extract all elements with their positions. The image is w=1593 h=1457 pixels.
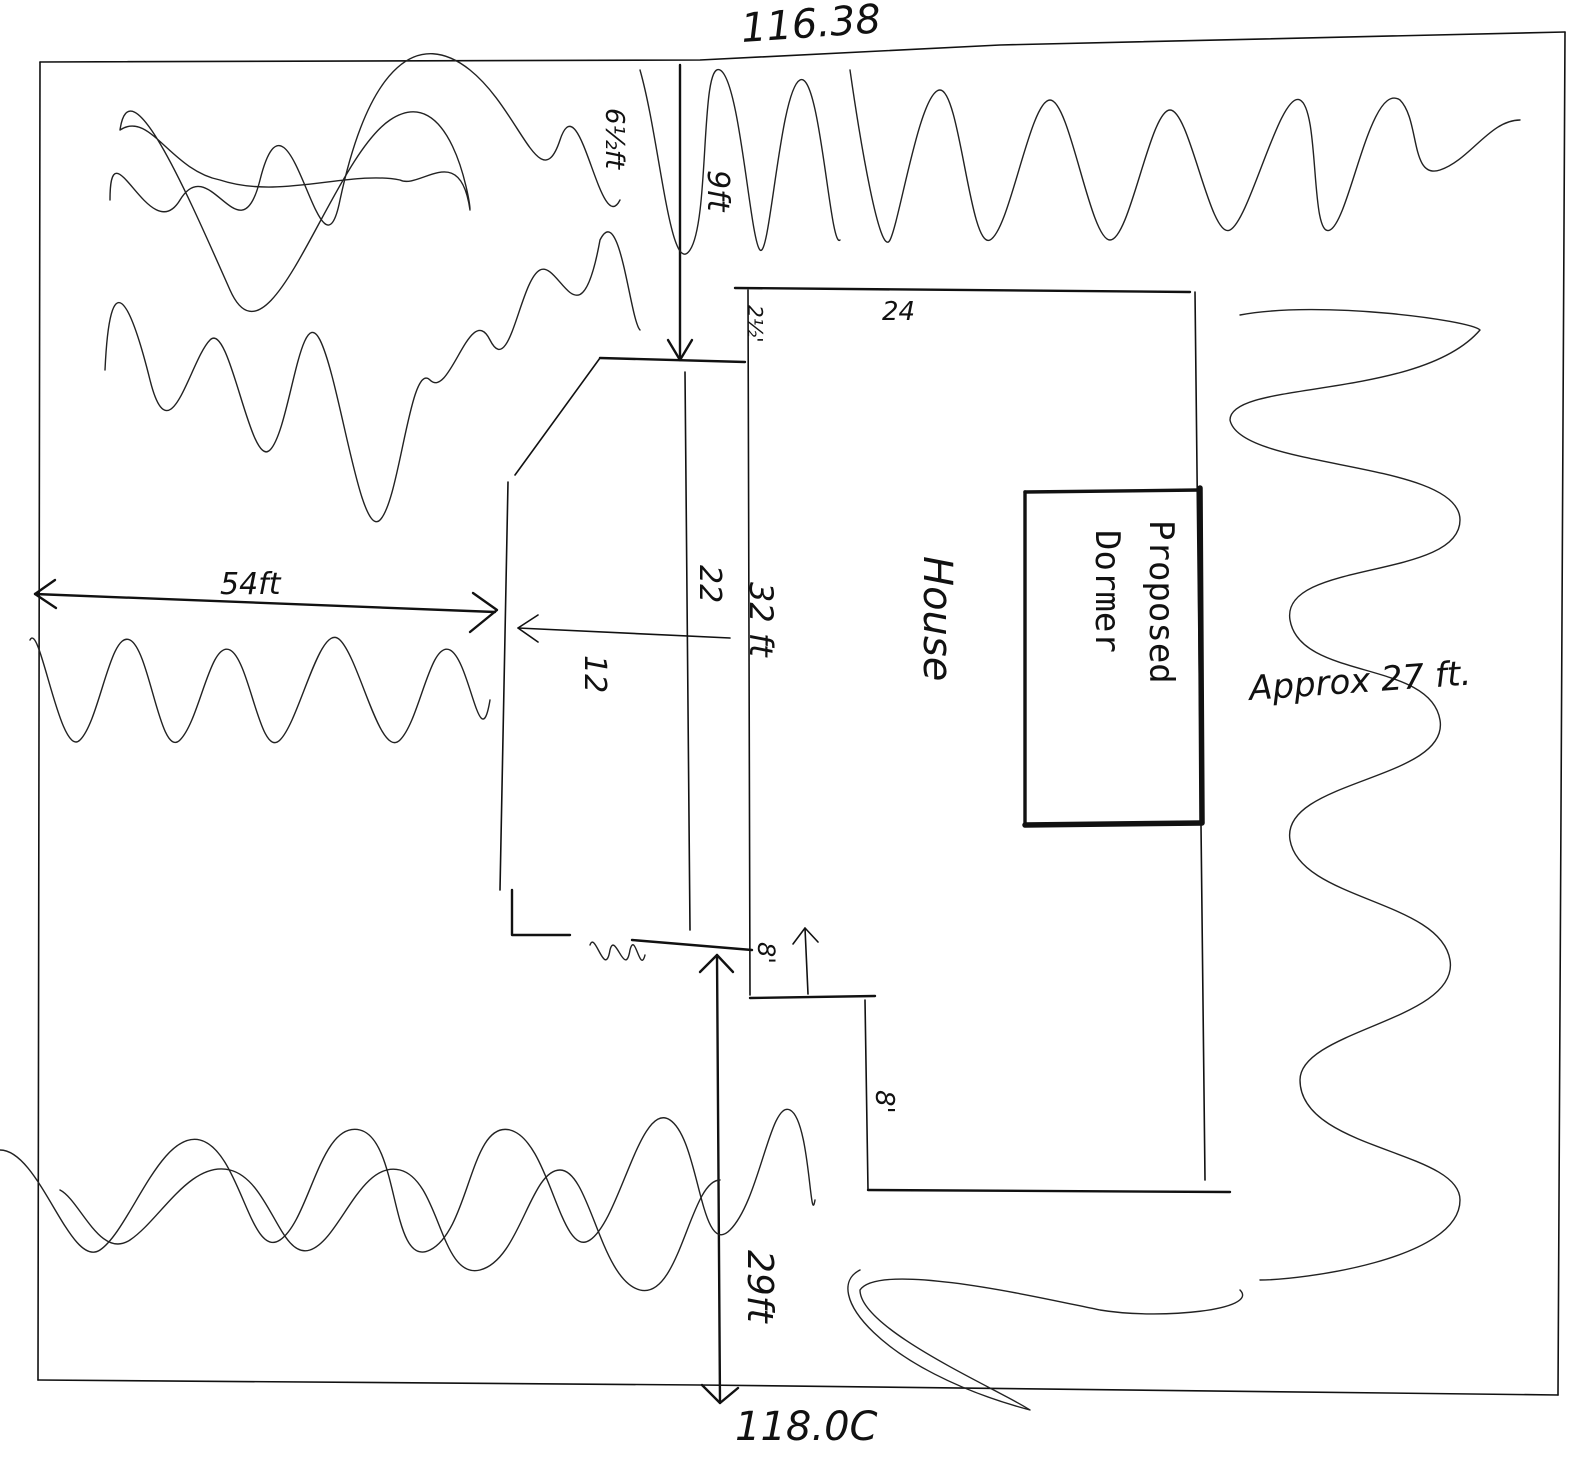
dimension-arrows <box>33 63 819 1405</box>
front-setback-a-label: 6½ft <box>599 108 629 170</box>
dimension-labels: 116.38 118.0C 54ft 6½ft 9ft 2½' 24 22 32… <box>220 0 1472 1450</box>
stair-8a-label: 8' <box>752 942 780 964</box>
deck-depth-label: 22 <box>692 565 727 603</box>
deck-bump-label: 12 <box>577 655 612 693</box>
top-boundary-label: 116.38 <box>739 0 882 52</box>
stair-8b-label: 8' <box>869 1090 899 1114</box>
house-length-label: 32 ft <box>742 582 780 658</box>
porch-step-label: 2½' <box>743 305 767 343</box>
front-setback-b-label: 9ft <box>700 170 735 213</box>
left-setback-label: 54ft <box>220 567 282 602</box>
house-outline <box>733 286 1232 1194</box>
rear-setback-label: 29ft <box>739 1250 780 1324</box>
property-boundary <box>37 31 1566 1396</box>
house-width-label: 24 <box>882 297 915 327</box>
tree-scribbles <box>0 53 1521 1411</box>
proposed-dormer-box <box>1022 485 1205 828</box>
dormer-line2-label: Dormer <box>1087 530 1127 653</box>
dormer-line1-label: Proposed <box>1141 520 1181 684</box>
deck-outline <box>499 356 754 952</box>
house-label: House <box>914 556 960 681</box>
right-setback-label: Approx 27 ft. <box>1246 654 1473 710</box>
bottom-boundary-label: 118.0C <box>735 1404 878 1450</box>
